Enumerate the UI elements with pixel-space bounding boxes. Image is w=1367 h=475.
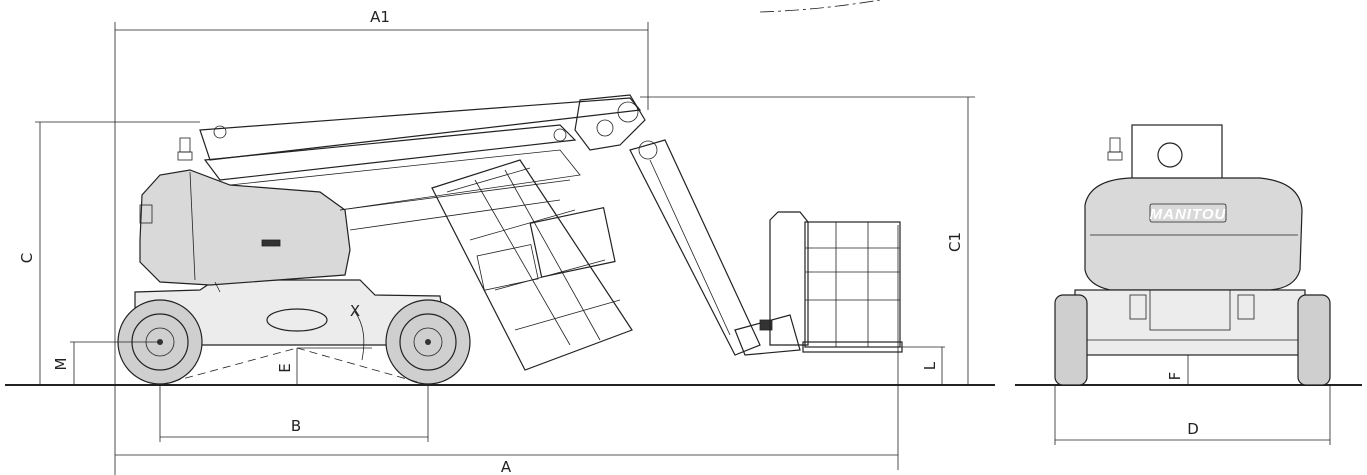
brand-label: MANITOU bbox=[1150, 206, 1227, 223]
dim-label-f: F bbox=[1166, 372, 1184, 381]
rear-view-machine: MANITOU bbox=[1054, 124, 1331, 386]
dim-label-a: A bbox=[501, 458, 512, 475]
extended-platform bbox=[769, 211, 903, 353]
dim-label-l: L bbox=[921, 361, 939, 370]
stowed-platform bbox=[431, 159, 633, 371]
dim-label-x: X bbox=[350, 302, 360, 320]
turret-body bbox=[139, 169, 351, 286]
swing-arc bbox=[759, 0, 881, 13]
dim-label-e: E bbox=[276, 363, 294, 372]
rear-counterweight bbox=[1084, 177, 1303, 291]
jib-arm bbox=[629, 139, 761, 356]
dim-label-m: M bbox=[52, 358, 70, 371]
rear-wheel bbox=[385, 299, 471, 385]
side-view-machine bbox=[117, 94, 903, 386]
dim-label-c: C bbox=[18, 253, 36, 263]
dim-label-c1: C1 bbox=[946, 232, 964, 252]
dim-label-b: B bbox=[291, 417, 301, 435]
dim-label-a1: A1 bbox=[370, 8, 390, 26]
dim-label-d: D bbox=[1187, 420, 1199, 438]
